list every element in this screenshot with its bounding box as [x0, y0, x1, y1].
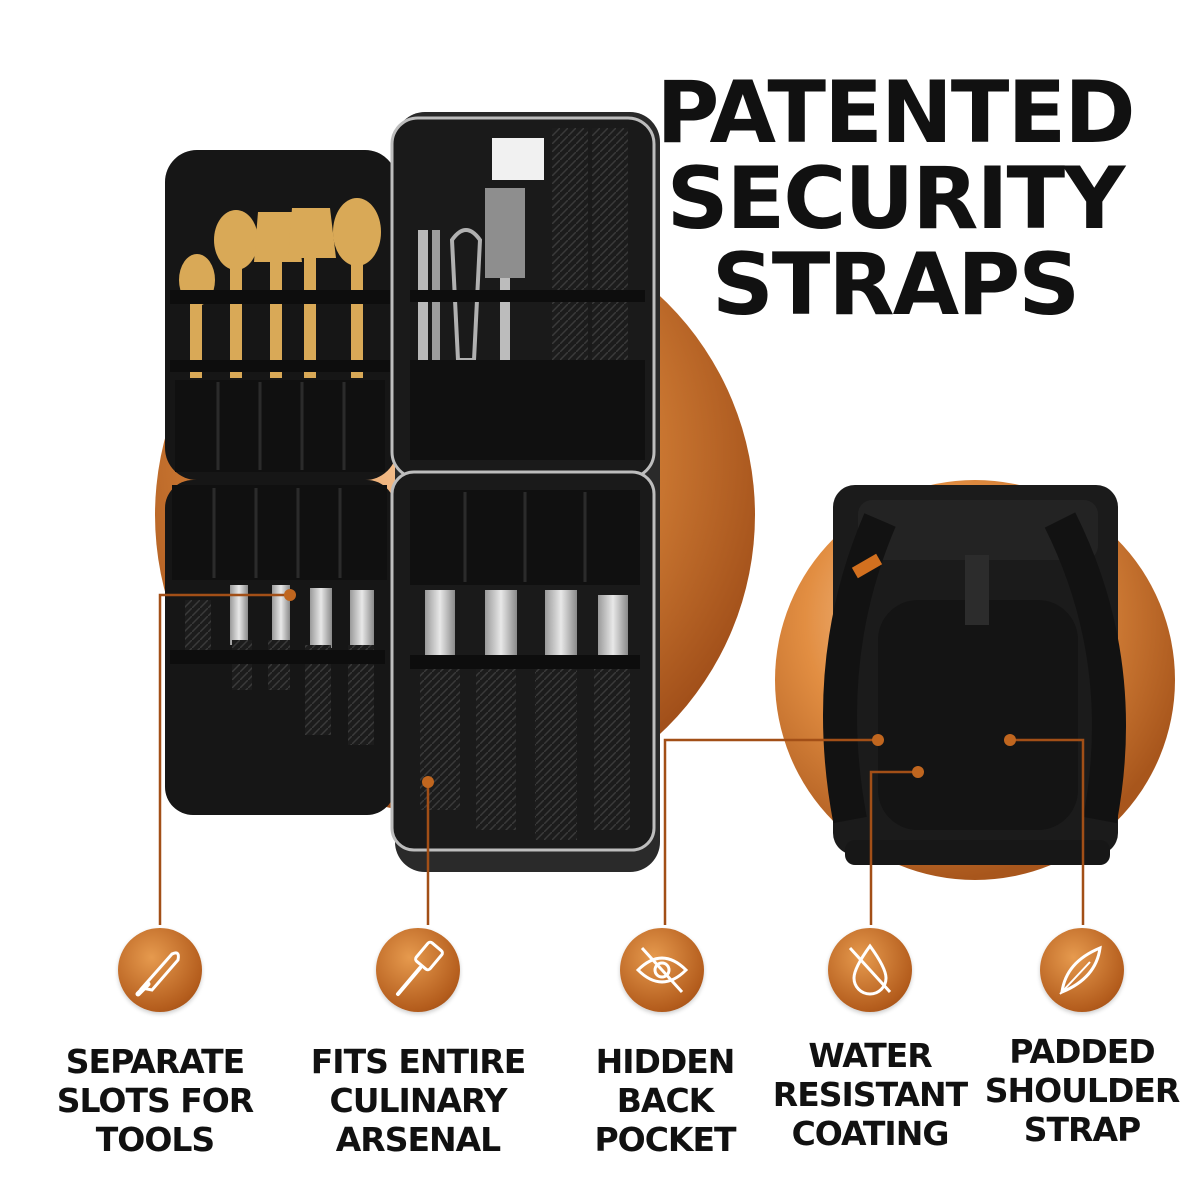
water-drop-icon	[828, 928, 912, 1012]
spatula-icon	[376, 928, 460, 1012]
headline-line-1: PATENTED	[656, 63, 1135, 163]
knife-bag	[165, 112, 660, 872]
knife-icon	[118, 928, 202, 1012]
callout-lines	[158, 593, 1085, 925]
feature-label-shoulder-strap: PADDED SHOULDER STRAP	[984, 1032, 1181, 1149]
feature-label-separate-slots: SEPARATE SLOTS FOR TOOLS	[56, 1042, 254, 1159]
headline-line-3: STRAPS	[711, 235, 1080, 335]
feature-label-water-resistant: WATER RESISTANT COATING	[772, 1036, 968, 1153]
feature-label-hidden-pocket: HIDDEN BACK POCKET	[594, 1042, 736, 1159]
feature-label-culinary-arsenal: FITS ENTIRE CULINARY ARSENAL	[310, 1042, 527, 1159]
backpack-image	[823, 485, 1126, 865]
headline: PATENTED SECURITY STRAPS	[600, 70, 1190, 328]
feather-icon	[1040, 928, 1124, 1012]
headline-line-2: SECURITY	[666, 149, 1126, 249]
hidden-eye-icon	[620, 928, 704, 1012]
